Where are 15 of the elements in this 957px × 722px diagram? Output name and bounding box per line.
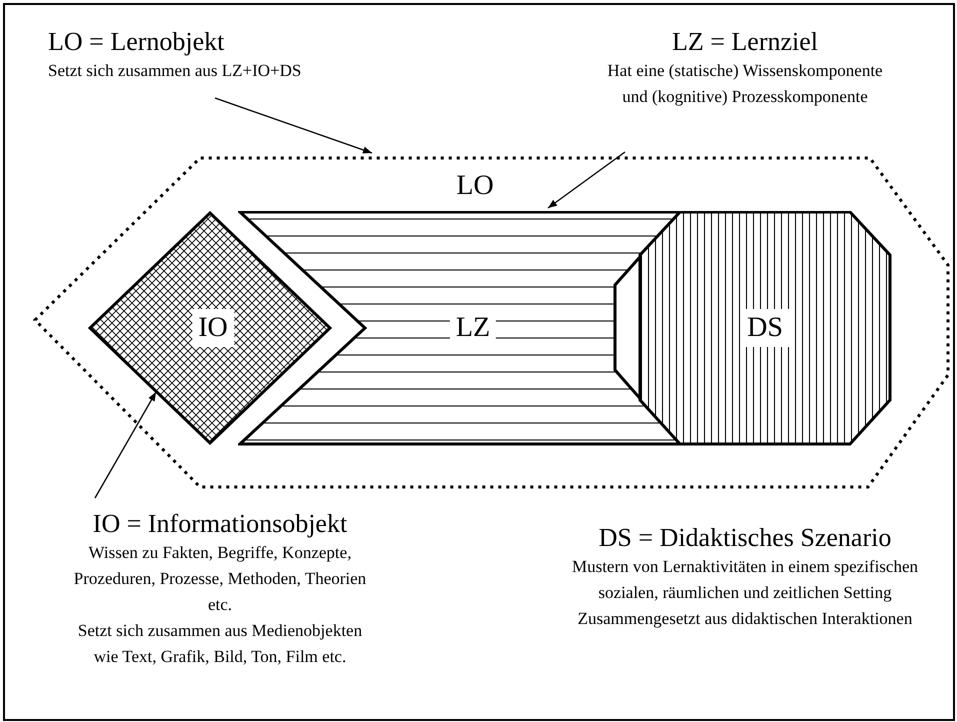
shape-label: LO [455,169,495,203]
description-text: Setzt sich zusammen aus LZ+IO+DS [48,60,302,82]
shape-label: IO [192,309,234,347]
description-text: Wissen zu Fakten, Begriffe, Konzepte, Prozeduren, Prozesse, Methoden, Theorien etc. [72,542,368,616]
heading: IO = Informationsobjekt [92,508,348,540]
description-text: Hat eine (statische) Wissenskomponente und (kognitive) Prozesskomponente [606,60,884,108]
heading: LO = Lernobjekt [48,26,226,58]
heading: DS = Didaktisches Szenario [598,522,892,554]
description-text: Mustern von Lernaktivitäten in einem spezifischen sozialen, räumlichen und zeitlichen Setting [570,556,920,604]
heading: LZ = Lernziel [670,26,820,58]
description-text: Setzt sich zusammen aus Medienobjekten wie Text, Grafik, Bild, Ton, Film etc. [76,620,364,668]
arrow [548,151,626,209]
arrow [214,97,372,154]
description-text: Zusammengesetzt aus didaktischen Interaktionen [576,608,914,630]
arrow [94,392,157,498]
